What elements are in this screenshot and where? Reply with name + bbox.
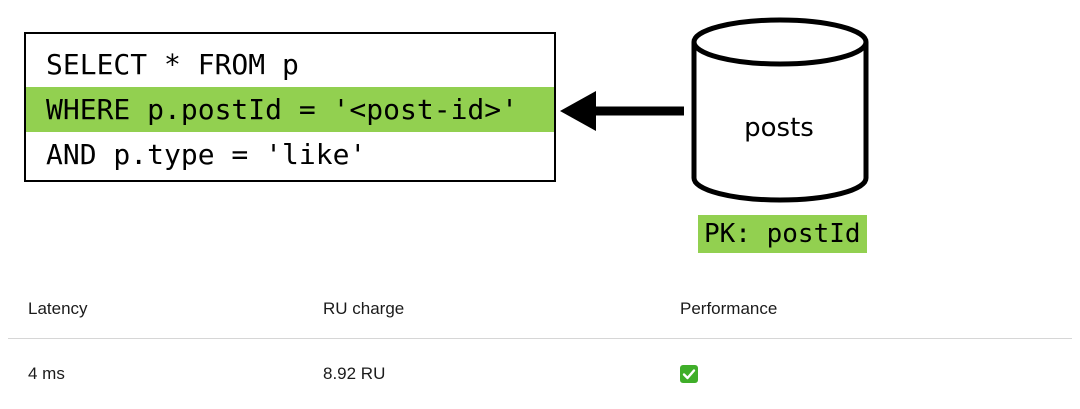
query-line-where-highlighted: WHERE p.postId = '<post-id>' xyxy=(26,87,554,132)
results-table: Latency RU charge Performance 4 ms 8.92 … xyxy=(8,280,1072,397)
arrow-left-icon xyxy=(560,91,684,131)
results-header-row: Latency RU charge Performance xyxy=(8,280,1072,339)
header-ru-charge: RU charge xyxy=(323,299,405,318)
header-latency: Latency xyxy=(28,299,88,318)
query-line-and: AND p.type = 'like' xyxy=(46,138,367,171)
table-row: 4 ms 8.92 RU xyxy=(8,339,1072,397)
ru-charge-value: 8.92 RU xyxy=(323,364,386,383)
database-cylinder-icon xyxy=(691,17,869,203)
query-box: SELECT * FROM p WHERE p.postId = '<post-… xyxy=(24,32,556,182)
container-name: posts xyxy=(744,113,814,143)
latency-value: 4 ms xyxy=(28,364,65,383)
query-diagram: SELECT * FROM p WHERE p.postId = '<post-… xyxy=(24,17,869,253)
header-performance: Performance xyxy=(680,299,778,318)
check-mark-icon xyxy=(680,365,698,383)
partition-key-label: PK: postId xyxy=(698,215,867,253)
query-line-select: SELECT * FROM p xyxy=(46,48,299,81)
